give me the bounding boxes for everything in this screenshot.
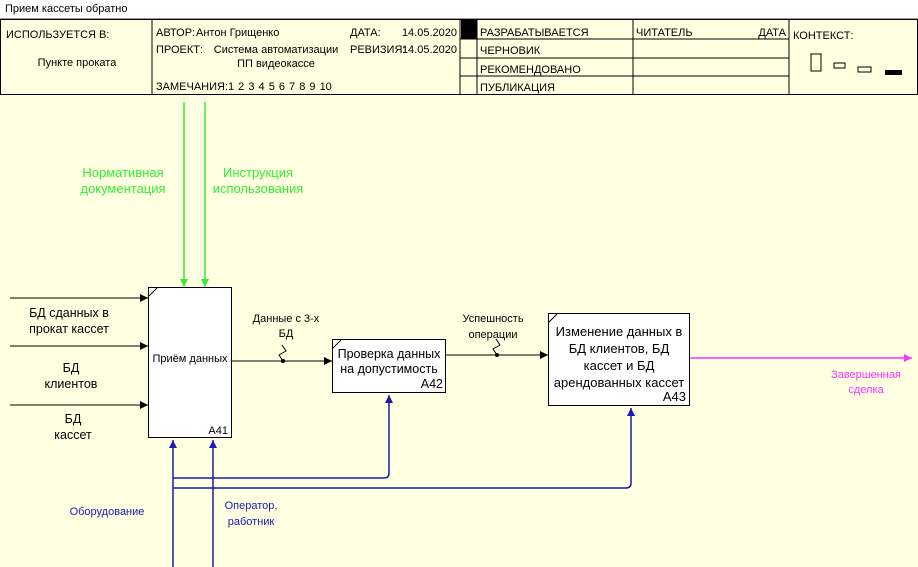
control-label-instruction-line1: Инструкция — [223, 165, 293, 180]
input-label-clients-line2: клиентов — [45, 377, 98, 391]
mechanism-label-equipment: Оборудование — [70, 506, 145, 518]
mechanism-branch-a42[interactable] — [173, 395, 393, 479]
arrow-label-data3-line2: БД — [279, 328, 294, 340]
context-thumbnail — [810, 53, 902, 75]
arrow-label-success-line1: Успешность — [462, 313, 523, 325]
input-label-clients-line1: БД — [63, 361, 80, 375]
output-label-line1: Завершенная — [831, 369, 901, 381]
notes-label: ЗАМЕЧАНИЯ: — [156, 81, 228, 93]
notes-numbers: 1 2 3 4 5 6 7 8 9 10 — [228, 81, 332, 93]
date-label: ДАТА: — [350, 27, 381, 39]
window-title: Прием кассеты обратно — [0, 0, 918, 19]
arrow-data-3db-squiggle — [278, 344, 287, 362]
status-recommended: РЕКОМЕНДОВАНО — [480, 64, 581, 76]
arrow-success-squiggle — [492, 338, 501, 356]
box-a42-id: A42 — [421, 377, 443, 391]
box-a41-title: Приём данных — [153, 353, 228, 365]
revision-value: 14.05.2020 — [402, 44, 457, 56]
mechanism-label-operator-line1: Оператор, — [225, 500, 278, 512]
revision-label: РЕВИЗИЯ: — [350, 44, 405, 56]
box-a43-title-line3: кассет и БД — [584, 358, 655, 373]
context-label: КОНТЕКСТ: — [793, 30, 853, 42]
used-in-value: Пункте проката — [38, 57, 118, 69]
project-value-line2: ПП видеокассе — [237, 58, 315, 70]
arrow-label-data3-line1: Данные с 3-х — [253, 313, 320, 325]
status-publication: ПУБЛИКАЦИЯ — [480, 82, 555, 94]
idef0-diagram: Нормативная документация Инструкция испо… — [10, 102, 912, 567]
box-a42-title-line1: Проверка данных — [338, 347, 441, 361]
control-label-normative-line2: документация — [80, 181, 165, 196]
project-label: ПРОЕКТ: — [156, 44, 203, 56]
box-a43[interactable]: Изменение данных в БД клиентов, БД кассе… — [548, 313, 690, 406]
mechanism-branch-a43[interactable] — [173, 408, 635, 489]
mechanism-label-operator-line2: работник — [228, 516, 275, 528]
box-a43-id: A43 — [663, 389, 686, 404]
output-label-line2: сделка — [848, 384, 884, 396]
input-label-cassettes-line1: БД — [65, 412, 82, 426]
box-a43-title-line1: Изменение данных в — [556, 324, 683, 339]
reader-date-label: ДАТА — [758, 27, 786, 39]
reader-label: ЧИТАТЕЛЬ — [636, 27, 693, 39]
input-label-cassettes-line2: кассет — [54, 428, 92, 442]
used-in-label: ИСПОЛЬЗУЕТСЯ В: — [6, 29, 109, 41]
box-a41[interactable]: Приём данных A41 — [148, 287, 232, 438]
idef0-header-frame: ИСПОЛЬЗУЕТСЯ В: Пункте проката АВТОР: Ан… — [0, 19, 918, 95]
project-value-line1: Система автоматизации — [214, 44, 338, 56]
author-label: АВТОР: — [156, 27, 195, 39]
box-a42-title-line2: на допустимость — [340, 362, 437, 376]
date-value: 14.05.2020 — [402, 27, 457, 39]
author-value: Антон Грищенко — [196, 27, 279, 39]
box-a42[interactable]: Проверка данных на допустимость A42 — [332, 339, 446, 393]
input-label-returned-line2: прокат кассет — [29, 322, 109, 336]
box-a43-title-line4: арендованных кассет — [554, 375, 684, 390]
input-label-returned-line1: БД сданных в — [29, 306, 109, 320]
arrow-label-success-line2: операции — [468, 329, 517, 341]
status-working: РАЗРАБАТЫВАЕТСЯ — [480, 27, 589, 39]
box-a41-id: A41 — [208, 425, 228, 437]
status-draft: ЧЕРНОВИК — [480, 45, 541, 57]
box-a43-title-line2: БД клиентов, БД — [569, 341, 670, 356]
control-label-instruction-line2: использования — [213, 181, 304, 196]
control-label-normative-line1: Нормативная — [82, 165, 163, 180]
